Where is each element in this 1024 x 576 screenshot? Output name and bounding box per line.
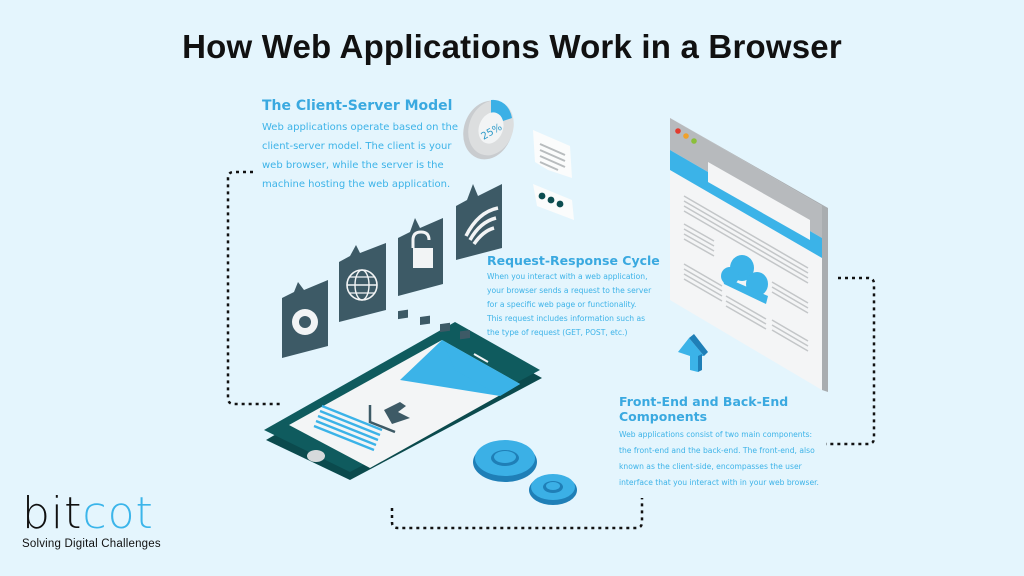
logo-wordmark: bitcot <box>22 492 161 536</box>
cloud-icon <box>721 255 768 304</box>
bitcot-logo: bitcot Solving Digital Challenges <box>22 492 161 551</box>
progress-ring-icon: 25% <box>463 99 514 160</box>
section-heading-line: Components <box>619 409 708 424</box>
unlock-icon <box>398 218 443 296</box>
section-line: web browser, while the server is the <box>262 160 444 171</box>
phone-grid-squares <box>398 309 470 340</box>
chat-dots-icon <box>533 184 574 220</box>
logo-part-bit: bit <box>22 488 83 539</box>
section-line: the type of request (GET, POST, etc.) <box>487 328 628 337</box>
section-line: the front-end and the back-end. The fron… <box>619 446 815 455</box>
section-heading: Front-End and Back-End Components <box>619 394 829 424</box>
client-server-section: The Client-Server Model Web applications… <box>262 98 472 194</box>
section-heading: Request-Response Cycle <box>487 253 660 268</box>
section-line: Web applications consist of two main com… <box>619 430 813 439</box>
front-back-end-section: Front-End and Back-End Components Web ap… <box>619 394 829 491</box>
globe-icon <box>339 243 386 322</box>
chat-lines-icon <box>533 130 572 178</box>
section-heading-line: Front-End and Back-End <box>619 394 789 409</box>
section-line: When you interact with a web application… <box>487 272 648 281</box>
page-title: How Web Applications Work in a Browser <box>182 28 842 65</box>
arrow-up-icon <box>678 334 708 372</box>
section-line: for a specific web page or functionality… <box>487 300 637 309</box>
dotted-connector-lines <box>226 170 876 530</box>
gears-icon <box>473 440 577 505</box>
download-icon <box>368 402 410 434</box>
section-line: This request includes information such a… <box>487 314 646 323</box>
section-line: Web applications operate based on the <box>262 122 459 133</box>
gear-icon <box>282 280 328 358</box>
logo-tagline: Solving Digital Challenges <box>22 538 161 550</box>
section-line: client-server model. The client is your <box>262 141 452 152</box>
browser-window-icon <box>670 118 828 392</box>
section-line: your browser sends a request to the serv… <box>487 286 652 295</box>
logo-part-cot: cot <box>82 488 154 539</box>
request-response-section: Request-Response Cycle When you interact… <box>487 253 677 340</box>
section-line: known as the client-side, encompasses th… <box>619 462 802 471</box>
section-line: interface that you interact with in your… <box>619 478 819 487</box>
wifi-icon <box>456 184 502 260</box>
smartphone-icon <box>264 309 542 480</box>
section-heading: The Client-Server Model <box>262 98 453 114</box>
section-line: machine hosting the web application. <box>262 179 451 190</box>
